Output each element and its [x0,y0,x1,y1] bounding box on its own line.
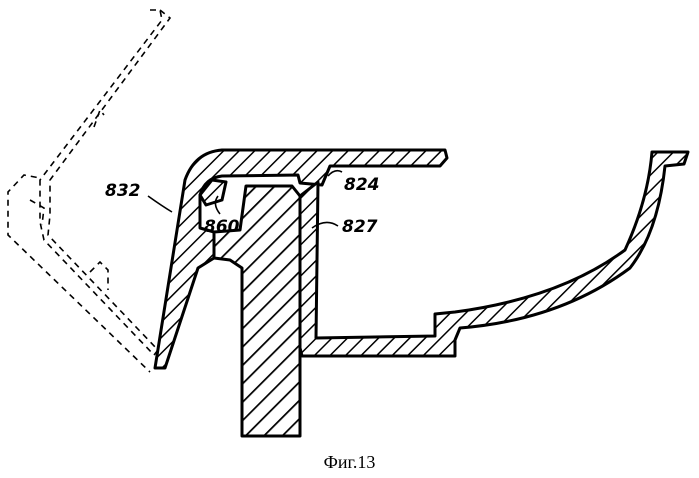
label-832: 832 [105,181,141,201]
leader-824 [328,171,342,176]
phantom-lid-outline [8,10,170,372]
label-860: 860 [204,217,240,237]
label-827: 827 [342,217,378,237]
label-824: 824 [344,175,380,195]
leader-832 [148,196,172,212]
figure-caption: Фиг.13 [0,452,699,473]
